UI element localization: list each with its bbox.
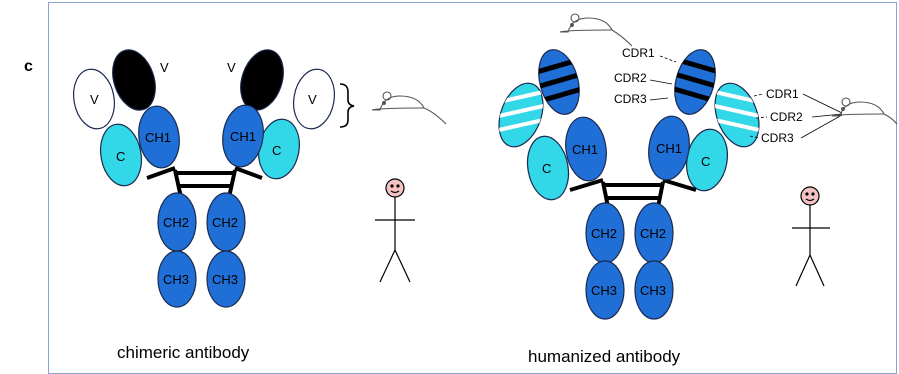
chimeric-ch1-right <box>222 104 264 168</box>
chimeric-ch2-right-label: CH2 <box>212 215 238 230</box>
light-cdr1-label: CDR1 <box>766 87 799 101</box>
humanized-ch1-right <box>648 115 690 181</box>
stick-figure-icon <box>375 178 415 283</box>
light-cdr-leaders <box>749 93 843 139</box>
chimeric-ch3-left <box>157 250 197 308</box>
panel-letter: c <box>24 58 33 75</box>
stick-figure-icon-humanized <box>792 186 830 287</box>
humanized-ch2-left-label: CH2 <box>591 226 617 241</box>
humanized-ch3-right <box>634 260 674 320</box>
mouse-icon-top <box>559 13 633 47</box>
humanized-caption: humanized antibody <box>528 347 681 366</box>
humanized-ch3-left <box>585 260 625 320</box>
light-cdr3-label: CDR3 <box>761 131 794 145</box>
humanized-ch2-right-label: CH2 <box>640 226 666 241</box>
heavy-cdr2-label: CDR2 <box>614 71 647 85</box>
humanized-c-right-label: C <box>701 154 710 169</box>
chimeric-ch1-left-label: CH1 <box>145 130 171 145</box>
humanized-ch1-left-label: CH1 <box>572 142 598 157</box>
humanized-c-left <box>526 135 570 201</box>
chimeric-brace <box>339 83 355 128</box>
mouse-icon <box>371 91 447 125</box>
chimeric-v-light-left <box>73 68 115 130</box>
chimeric-v-heavy-right-label: V <box>227 60 236 75</box>
heavy-cdr-leaders <box>649 55 677 101</box>
chimeric-v-light-right <box>293 68 335 130</box>
humanized-ch1-right-label: CH1 <box>656 141 682 156</box>
chimeric-c-right-label: C <box>272 143 281 158</box>
humanized-ch3-left-label: CH3 <box>591 283 617 298</box>
heavy-cdr1-label: CDR1 <box>622 46 655 60</box>
chimeric-ch3-right-label: CH3 <box>212 272 238 287</box>
humanized-c-left-label: C <box>542 161 551 176</box>
chimeric-antibody: V V V V C C CH1 CH1 CH2 CH2 CH3 CH3 <box>73 49 447 362</box>
chimeric-caption: chimeric antibody <box>117 343 250 362</box>
chimeric-c-left <box>99 123 143 187</box>
heavy-cdr3-label: CDR3 <box>614 92 647 106</box>
chimeric-ch2-left-label: CH2 <box>163 215 189 230</box>
chimeric-v-heavy-left <box>112 49 156 111</box>
chimeric-v-light-right-label: V <box>308 92 317 107</box>
humanized-ch3-right-label: CH3 <box>640 283 666 298</box>
chimeric-ch3-right <box>206 250 246 308</box>
chimeric-hinge <box>146 166 263 203</box>
chimeric-ch1-right-label: CH1 <box>230 129 256 144</box>
chimeric-v-heavy-left-label: V <box>160 60 169 75</box>
humanized-hinge <box>569 178 697 213</box>
chimeric-v-light-left-label: V <box>90 92 99 107</box>
chimeric-c-left-label: C <box>116 149 125 164</box>
light-cdr2-label: CDR2 <box>770 110 803 124</box>
humanized-antibody: C C CH1 CH1 CH2 CH2 CH3 CH3 CDR1 CDR2 CD… <box>490 13 898 366</box>
humanized-ch1-left <box>565 116 607 182</box>
chimeric-ch1-left <box>138 105 180 169</box>
mouse-icon-right <box>831 97 898 125</box>
chimeric-ch3-left-label: CH3 <box>163 272 189 287</box>
